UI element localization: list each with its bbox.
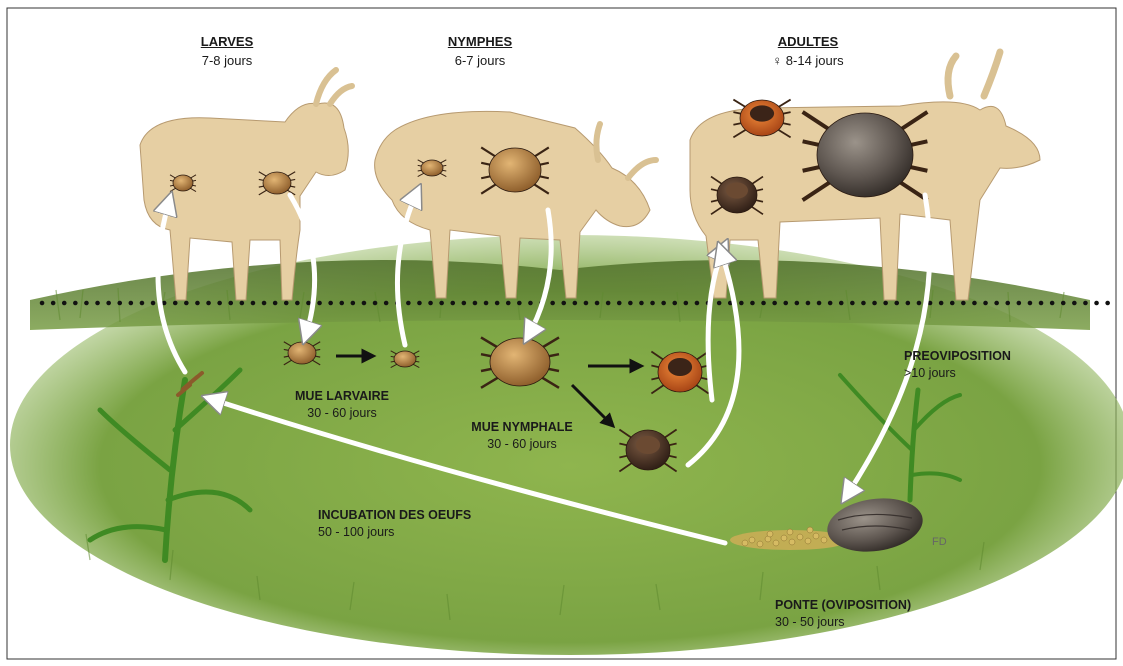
process-duration-mue-larvaire: 30 - 60 jours: [307, 404, 376, 422]
tick-adult-female-ground: [619, 430, 676, 472]
tick-adult-male-orange-on-cow: [733, 100, 790, 138]
tick-adult-male-ground: [651, 352, 708, 394]
stage-title-larves: LARVES: [201, 33, 254, 51]
process-title-preoviposition: PREOVIPOSITION: [904, 347, 1011, 365]
tick-nymph-engorged-ground: [481, 337, 559, 387]
tick-larva-engorged-on-cow: [259, 172, 295, 195]
process-duration-ponte: 30 - 50 jours: [775, 613, 844, 631]
process-title-mue-nymphale: MUE NYMPHALE: [471, 418, 572, 436]
stage-title-adultes: ADULTES: [778, 33, 838, 51]
stage-duration-nymphes: 6-7 jours: [455, 52, 506, 70]
process-duration-mue-nymphale: 30 - 60 jours: [487, 435, 556, 453]
artist-signature: FD: [932, 536, 947, 548]
process-title-mue-larvaire: MUE LARVAIRE: [295, 387, 389, 405]
tick-nymph-on-cow: [418, 160, 447, 177]
signature-text: FD: [932, 536, 947, 548]
process-title-incubation: INCUBATION DES OEUFS: [318, 506, 471, 524]
tick-larva-on-cow: [170, 175, 196, 192]
tick-larva-ground: [284, 342, 320, 365]
process-title-ponte: PONTE (OVIPOSITION): [775, 596, 911, 614]
tick-nymph-engorged-on-cow: [481, 147, 549, 193]
tick-adult-female-dark-on-cow: [711, 177, 763, 215]
tick-engorged-female-on-cow: [803, 112, 928, 200]
stage-duration-adultes: ♀ 8-14 jours: [772, 52, 843, 70]
stage-title-nymphes: NYMPHES: [448, 33, 512, 51]
process-duration-incubation: 50 - 100 jours: [318, 523, 394, 541]
tick-larva-molting: [391, 351, 420, 368]
process-duration-preoviposition: >10 jours: [904, 364, 956, 382]
stage-duration-larves: 7-8 jours: [202, 52, 253, 70]
